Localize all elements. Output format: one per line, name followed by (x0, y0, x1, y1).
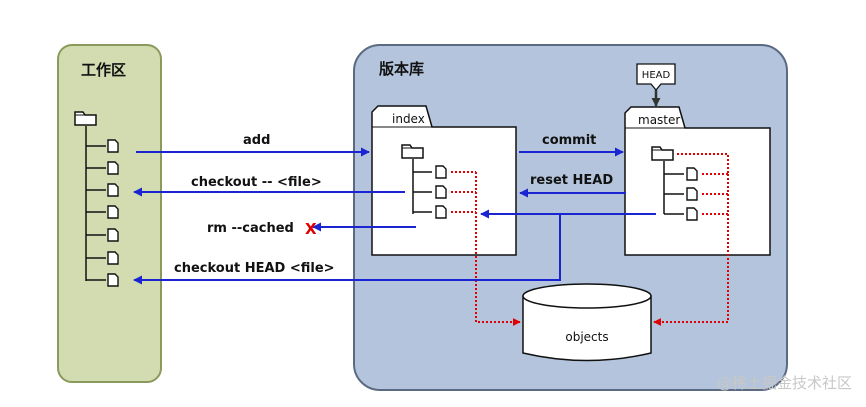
rm-cached-label: rm --cached (207, 221, 294, 236)
file-icon (686, 207, 698, 221)
workspace-title: 工作区 (81, 61, 126, 79)
folder-icon (401, 144, 424, 159)
repository-title: 版本库 (379, 60, 424, 78)
checkout-head-label: checkout HEAD <file> (174, 261, 335, 276)
add-label: add (243, 133, 270, 148)
file-icon (686, 167, 698, 181)
file-icon (435, 165, 447, 179)
file-icon (686, 187, 698, 201)
file-icon (107, 161, 119, 175)
file-icon (435, 205, 447, 219)
watermark: @稀土掘金技术社区 (716, 374, 852, 392)
head-pointer: HEAD (636, 63, 676, 107)
file-icon (107, 251, 119, 265)
master-box: master (624, 106, 771, 256)
file-icon (107, 183, 119, 197)
add-arrow: add (136, 133, 370, 157)
workspace-zone: 工作区 (57, 44, 162, 383)
workspace-tree (74, 111, 119, 287)
file-icon (107, 139, 119, 153)
head-label: HEAD (642, 70, 671, 81)
file-icon (435, 185, 447, 199)
checkout-file-arrow: checkout -- <file> (133, 175, 405, 197)
checkout-head-arrow: checkout HEAD <file> (133, 209, 656, 285)
index-label: index (392, 112, 425, 126)
delete-x-mark: X (305, 220, 317, 238)
folder-icon (651, 146, 674, 161)
commit-label: commit (542, 133, 596, 148)
command-arrows: add checkout -- <file> rm --cached X che… (133, 133, 656, 285)
reset-head-arrow: reset HEAD (519, 173, 626, 198)
checkout-file-label: checkout -- <file> (191, 175, 322, 190)
folder-icon (74, 111, 97, 126)
file-icon (107, 205, 119, 219)
rm-cached-arrow: rm --cached X (207, 220, 416, 238)
objects-label: objects (565, 330, 608, 344)
file-icon (107, 273, 119, 287)
commit-arrow: commit (519, 133, 624, 157)
reset-head-label: reset HEAD (530, 173, 613, 188)
repository-zone: 版本库 index master (353, 44, 788, 391)
objects-store: objects (522, 283, 652, 362)
file-icon (107, 228, 119, 242)
object-links (451, 153, 729, 322)
index-box: index (371, 105, 517, 256)
master-label: master (638, 113, 680, 127)
